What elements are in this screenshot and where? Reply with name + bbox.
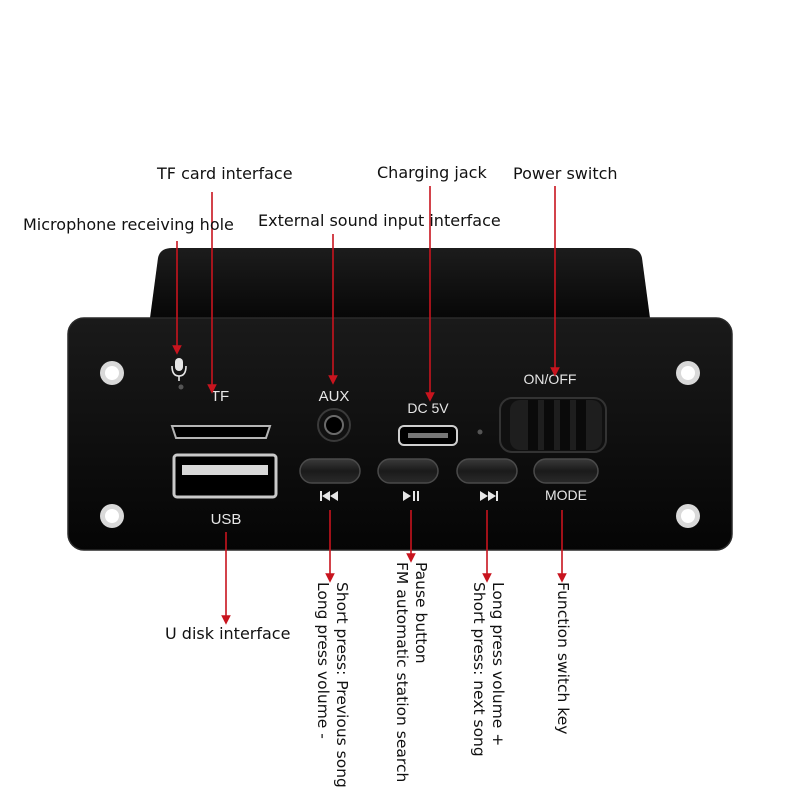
play-pause-icon bbox=[403, 491, 419, 501]
next-callout-line1: Long press volume + bbox=[489, 582, 507, 747]
previous-callout-line2: Long press volume - bbox=[314, 582, 332, 739]
microphone-hole bbox=[178, 384, 184, 390]
previous-button[interactable] bbox=[299, 458, 361, 484]
tf-card-slot[interactable] bbox=[170, 425, 272, 439]
mode-label: MODE bbox=[545, 487, 587, 503]
tf-card-callout: TF card interface bbox=[157, 164, 293, 183]
previous-track-icon bbox=[320, 491, 338, 501]
next-callout-line2: Short press: next song bbox=[470, 582, 488, 757]
onoff-label: ON/OFF bbox=[524, 371, 577, 387]
microphone-callout: Microphone receiving hole bbox=[23, 215, 234, 234]
screw-hole bbox=[100, 361, 124, 385]
mode-button[interactable] bbox=[533, 458, 599, 484]
next-track-icon bbox=[480, 491, 498, 501]
previous-callout-line1: Short press: Previous song bbox=[333, 582, 351, 788]
aux-callout: External sound input interface bbox=[258, 211, 501, 230]
screw-hole bbox=[100, 504, 124, 528]
microphone-icon bbox=[171, 358, 187, 381]
pause-callout-line1: Pause button bbox=[412, 562, 430, 664]
screw-hole bbox=[676, 504, 700, 528]
usb-label: USB bbox=[211, 511, 242, 528]
aux-label: AUX bbox=[319, 388, 350, 405]
power-callout: Power switch bbox=[513, 164, 618, 183]
aux-jack[interactable] bbox=[317, 408, 351, 442]
usb-callout: U disk interface bbox=[165, 624, 291, 643]
screw-hole bbox=[676, 361, 700, 385]
dc-label: DC 5V bbox=[407, 400, 449, 416]
pause-callout-line2: FM automatic station search bbox=[393, 562, 411, 783]
indicator-led bbox=[477, 429, 483, 435]
next-button[interactable] bbox=[456, 458, 518, 484]
play-pause-button[interactable] bbox=[377, 458, 439, 484]
charging-callout: Charging jack bbox=[377, 163, 487, 182]
usb-port[interactable] bbox=[172, 453, 278, 499]
tf-label: TF bbox=[211, 388, 229, 405]
enclosure-box bbox=[150, 248, 650, 318]
mode-callout: Function switch key bbox=[554, 582, 572, 735]
power-switch[interactable] bbox=[499, 397, 607, 453]
